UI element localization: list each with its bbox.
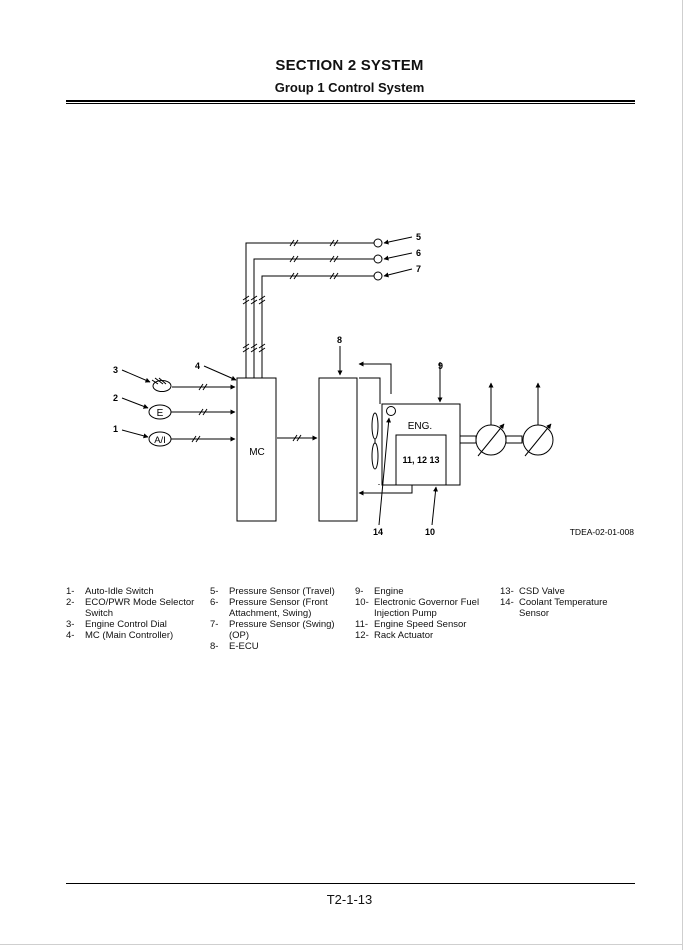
legend-num: 8- [210,641,219,652]
legend-item: 8- E-ECU [210,641,350,652]
legend-item: 1- Auto-Idle Switch [66,586,206,597]
control-system-diagram: 5 6 7 8 9 4 3 2 1 14 10 E A/I MC ENG. 11… [113,232,635,537]
section-title: SECTION 2 SYSTEM [275,57,424,74]
legend-num: 1- [66,586,75,597]
legend-item: 11- Engine Speed Sensor [355,619,490,630]
legend-text: MC (Main Controller) [85,630,174,641]
callout-2: 2 [113,393,118,403]
callout-9: 9 [438,361,443,371]
legend-text: Pressure Sensor (Swing) (OP) [229,619,335,641]
callout-5: 5 [416,232,421,242]
legend-item: 3- Engine Control Dial [66,619,206,630]
legend-column-3: 9- Engine 10- Electronic Governor Fuel Inj… [355,586,490,641]
legend-num: 2- [66,597,75,608]
legend-column-2: 5- Pressure Sensor (Travel) 6- Pressure Se… [210,586,350,652]
legend-num: 6- [210,597,219,608]
legend-column-1: 1- Auto-Idle Switch 2- ECO/PWR Mode Select… [66,586,206,641]
legend-item: 7- Pressure Sensor (Swing) (OP) [210,619,350,641]
engine-label: ENG. [408,421,432,432]
pressure-sensor-swing-icon [373,271,383,281]
legend-text: ECO/PWR Mode Selector Switch [85,597,195,619]
legend-item: 5- Pressure Sensor (Travel) [210,586,350,597]
callout-8: 8 [337,335,342,345]
figure-code: TDEA-02-01-008 [570,527,635,537]
header-rule-thin [66,103,635,104]
legend-text: Auto-Idle Switch [85,586,154,597]
drive-shaft [459,435,477,444]
legend-item: 14- Coolant Temperature Sensor [500,597,640,619]
legend-num: 10- [355,597,369,608]
pressure-sensor-travel-icon [373,238,383,248]
callout-1: 1 [113,424,118,434]
page-edge-right [682,0,683,950]
callout-7: 7 [416,264,421,274]
legend-text: Engine Control Dial [85,619,167,630]
group-title: Group 1 Control System [274,80,425,95]
coolant-temperature-sensor-icon [386,406,396,416]
auto-idle-switch-icon [148,431,172,447]
legend-text: Engine Speed Sensor [374,619,467,630]
legend-text: Electronic Governor Fuel Injection Pump [374,597,480,619]
pump-coupling [505,435,523,444]
legend-text: Engine [374,586,404,597]
pressure-sensor-front-icon [373,254,383,264]
legend-num: 7- [210,619,219,630]
sensor-wires [245,242,374,378]
legend-item: 6- Pressure Sensor (Front Attachment, Swi… [210,597,350,619]
cooling-fan-icon [371,412,379,470]
legend-item: 12- Rack Actuator [355,630,490,641]
legend-item: 2- ECO/PWR Mode Selector Switch [66,597,206,619]
legend-num: 5- [210,586,219,597]
legend-num: 3- [66,619,75,630]
legend-num: 13- [500,586,514,597]
legend-num: 4- [66,630,75,641]
legend-num: 12- [355,630,369,641]
legend-text: Coolant Temperature Sensor [519,597,608,619]
legend-num: 9- [355,586,364,597]
header-rule-thick [66,100,635,102]
legend-text: E-ECU [229,641,259,652]
eco-pwr-switch-icon [148,404,172,420]
auto-idle-switch-label: A/I [154,435,166,446]
legend-column-4: 13- CSD Valve 14- Coolant Temperature Sens… [500,586,640,619]
page-number: T2-1-13 [326,892,373,907]
mc-label: MC [249,447,265,458]
callout-3: 3 [113,365,118,375]
legend-num: 14- [500,597,514,608]
mc-block [236,377,277,522]
footer-rule [66,883,635,884]
governor-pump-label: 11, 12 13 [402,455,439,465]
legend-text: Rack Actuator [374,630,434,641]
callout-6: 6 [416,248,421,258]
engine-control-dial-icon [151,377,172,392]
eco-pwr-switch-label: E [157,408,164,419]
engine-block [381,403,461,486]
legend-item: 10- Electronic Governor Fuel Injection Pu… [355,597,490,619]
legend-num: 11- [355,619,369,630]
callout-4: 4 [195,361,200,371]
legend-item: 13- CSD Valve [500,586,640,597]
legend-text: Pressure Sensor (Front Attachment, Swing… [229,597,328,619]
callout-14: 14 [373,527,383,537]
legend-item: 9- Engine [355,586,490,597]
legend-item: 4- MC (Main Controller) [66,630,206,641]
governor-pump-block [395,434,447,486]
legend-text: Pressure Sensor (Travel) [229,586,335,597]
e-ecu-block [318,377,358,522]
callout-10: 10 [425,527,435,537]
page-edge-bottom [0,944,683,945]
legend-text: CSD Valve [519,586,565,597]
